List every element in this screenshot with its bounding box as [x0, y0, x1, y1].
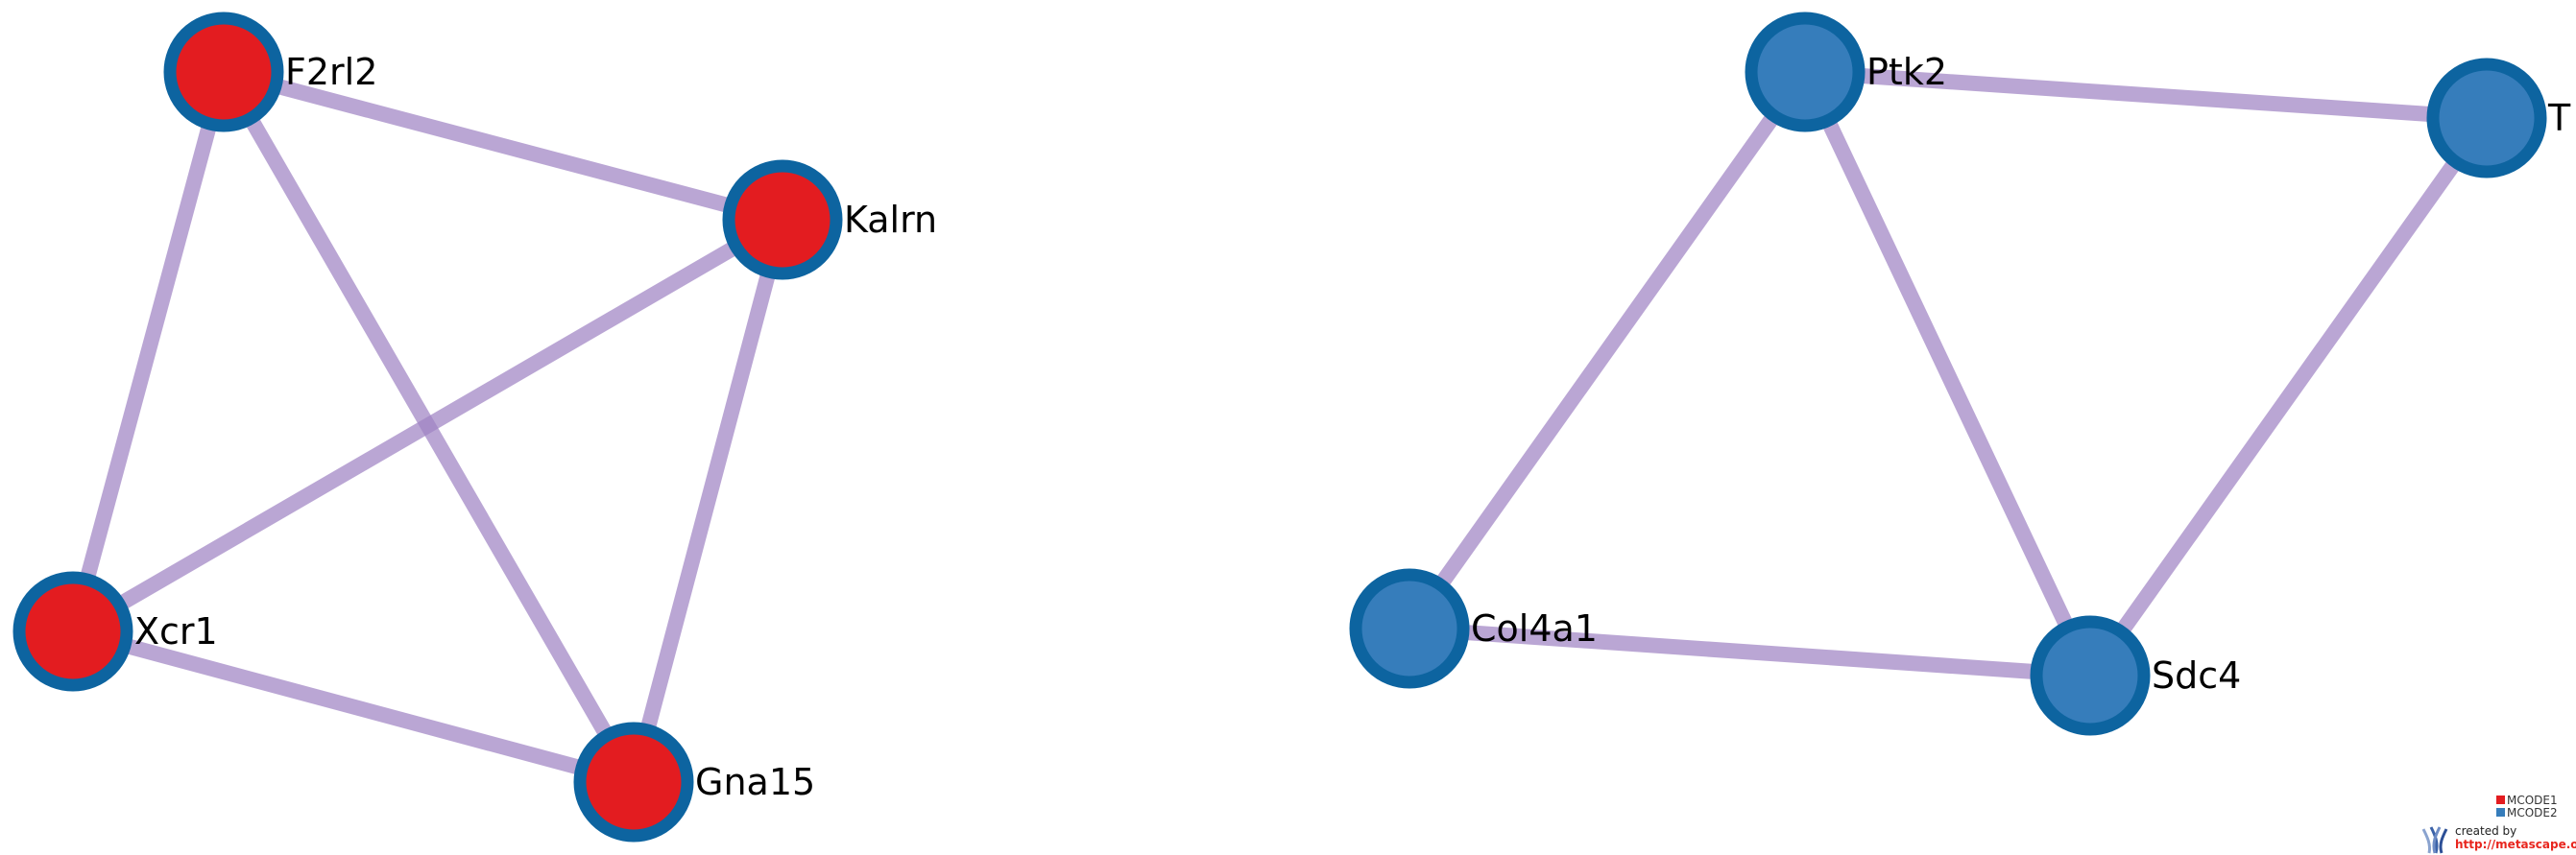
node-circle-t[interactable]	[2426, 58, 2547, 178]
node-t[interactable]: T	[2426, 58, 2571, 178]
edge-f2rl2-xcr1	[65, 69, 231, 634]
node-label-t: T	[2547, 97, 2571, 139]
node-circle-xcr1[interactable]	[12, 571, 133, 692]
node-label-sdc4: Sdc4	[2152, 654, 2241, 697]
node-circle-sdc4[interactable]	[2030, 615, 2151, 736]
node-ptk2[interactable]: Ptk2	[1745, 12, 1947, 132]
edge-f2rl2-kalrn	[221, 64, 785, 227]
edge-ptk2-sdc4	[1797, 68, 2098, 679]
node-gna15[interactable]: Gna15	[573, 722, 815, 843]
node-label-ptk2: Ptk2	[1866, 51, 1947, 93]
edge-ptk2-t	[1804, 64, 2488, 126]
node-label-gna15: Gna15	[695, 761, 815, 803]
node-label-xcr1: Xcr1	[134, 610, 218, 653]
edge-t-sdc4	[2083, 113, 2493, 680]
node-circle-col4a1[interactable]	[1349, 568, 1470, 689]
node-circle-ptk2[interactable]	[1745, 12, 1866, 132]
node-label-kalrn: Kalrn	[844, 199, 937, 241]
edge-xcr1-gna15	[70, 624, 637, 790]
metascape-logo-icon	[2421, 826, 2448, 854]
edges-layer	[65, 64, 2493, 790]
edge-kalrn-xcr1	[68, 213, 787, 638]
edge-ptk2-col4a1	[1403, 67, 1812, 633]
node-circle-kalrn[interactable]	[722, 159, 843, 280]
node-sdc4[interactable]: Sdc4	[2030, 615, 2241, 736]
legend-swatch-mcode1	[2496, 796, 2505, 804]
node-label-col4a1: Col4a1	[1471, 607, 1598, 650]
legend: MCODE1 MCODE2	[2496, 794, 2558, 819]
node-col4a1[interactable]: Col4a1	[1349, 568, 1598, 689]
created-by-text: created by	[2455, 824, 2516, 838]
node-circle-f2rl2[interactable]	[163, 12, 284, 132]
legend-swatch-mcode2	[2496, 808, 2505, 817]
node-xcr1[interactable]: Xcr1	[12, 571, 218, 692]
legend-label-mcode2: MCODE2	[2507, 806, 2558, 819]
node-label-f2rl2: F2rl2	[285, 51, 377, 93]
node-circle-gna15[interactable]	[573, 722, 694, 843]
node-kalrn[interactable]: Kalrn	[722, 159, 937, 280]
metascape-url-link[interactable]: http://metascape.org	[2455, 838, 2576, 851]
edge-col4a1-sdc4	[1408, 621, 2091, 683]
metascape-credit: created by http://metascape.org	[2421, 824, 2576, 854]
node-f2rl2[interactable]: F2rl2	[163, 12, 377, 132]
legend-label-mcode1: MCODE1	[2507, 794, 2558, 807]
edge-kalrn-gna15	[626, 217, 790, 785]
